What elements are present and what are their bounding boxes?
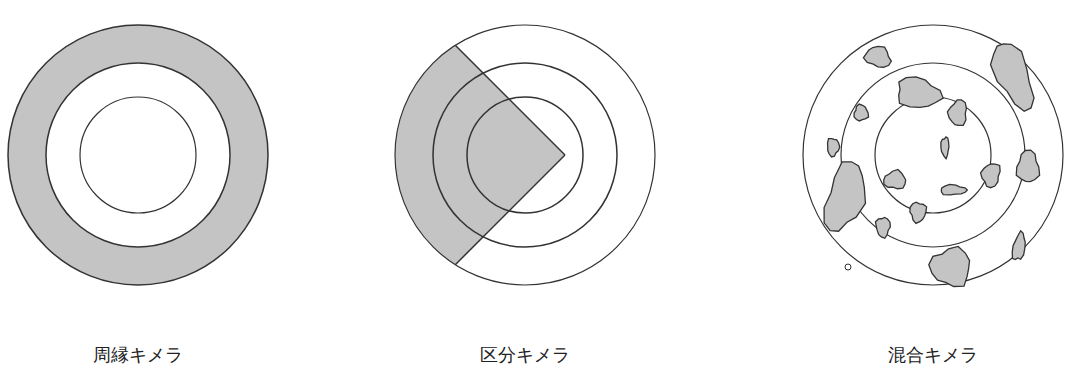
grey-patch	[863, 46, 891, 67]
mixed-figure	[803, 25, 1063, 287]
outer-circle	[803, 25, 1063, 285]
grey-patch	[1012, 231, 1025, 260]
middle-circle	[841, 63, 1025, 247]
grey-patch	[947, 100, 966, 126]
grey-patch	[910, 202, 927, 223]
grey-patch	[828, 139, 840, 157]
sector-line	[455, 155, 565, 265]
inner-circle	[875, 97, 991, 213]
outer-circle	[8, 25, 268, 285]
grey-patch	[941, 184, 967, 195]
sector-line	[455, 45, 565, 155]
periclinal-figure	[8, 25, 268, 285]
sectorial-figure	[380, 25, 655, 285]
outer-circle	[395, 25, 655, 285]
figure-caption: 区分キメラ	[480, 344, 570, 366]
grey-patch	[824, 162, 865, 231]
small-ring	[845, 264, 851, 270]
figure-caption: 周縁キメラ	[93, 344, 183, 366]
grey-patch	[941, 137, 949, 159]
grey-patch	[875, 217, 890, 238]
grey-patch	[991, 44, 1035, 111]
grey-patch	[1016, 150, 1039, 182]
middle-circle	[433, 63, 617, 247]
grey-patch	[899, 77, 943, 108]
inner-circle	[80, 97, 196, 213]
grey-patch	[981, 164, 1001, 188]
middle-circle	[46, 63, 230, 247]
grey-patch	[884, 169, 906, 188]
grey-sector	[380, 30, 565, 280]
figure-caption: 混合キメラ	[888, 344, 978, 366]
inner-circle	[467, 97, 583, 213]
grey-patch	[929, 246, 970, 286]
grey-patch	[854, 104, 869, 121]
grey-band	[8, 25, 268, 285]
